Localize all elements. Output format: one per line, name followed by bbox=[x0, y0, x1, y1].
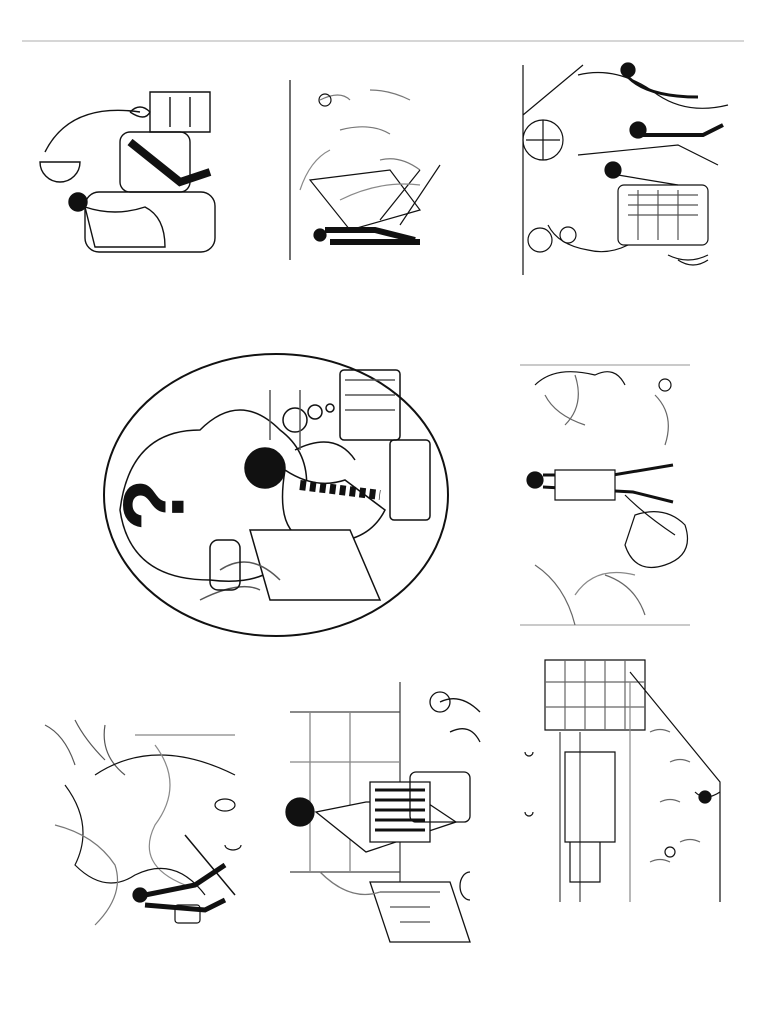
top-divider bbox=[22, 40, 744, 42]
swimming-pool-with-swimmers-icon bbox=[520, 652, 738, 907]
man-on-phone-thinking-icon: ? bbox=[100, 350, 452, 640]
man-painting-at-easel-icon bbox=[280, 70, 450, 270]
man-fishing-by-river-icon bbox=[35, 715, 250, 935]
man-on-chair-with-lamp-icon bbox=[30, 72, 230, 268]
question-mark: ? bbox=[106, 478, 203, 532]
man-walking-dog-in-park-icon bbox=[515, 355, 695, 635]
man-cooking-in-kitchen-icon bbox=[280, 672, 500, 967]
family-watching-television-icon bbox=[518, 55, 738, 277]
